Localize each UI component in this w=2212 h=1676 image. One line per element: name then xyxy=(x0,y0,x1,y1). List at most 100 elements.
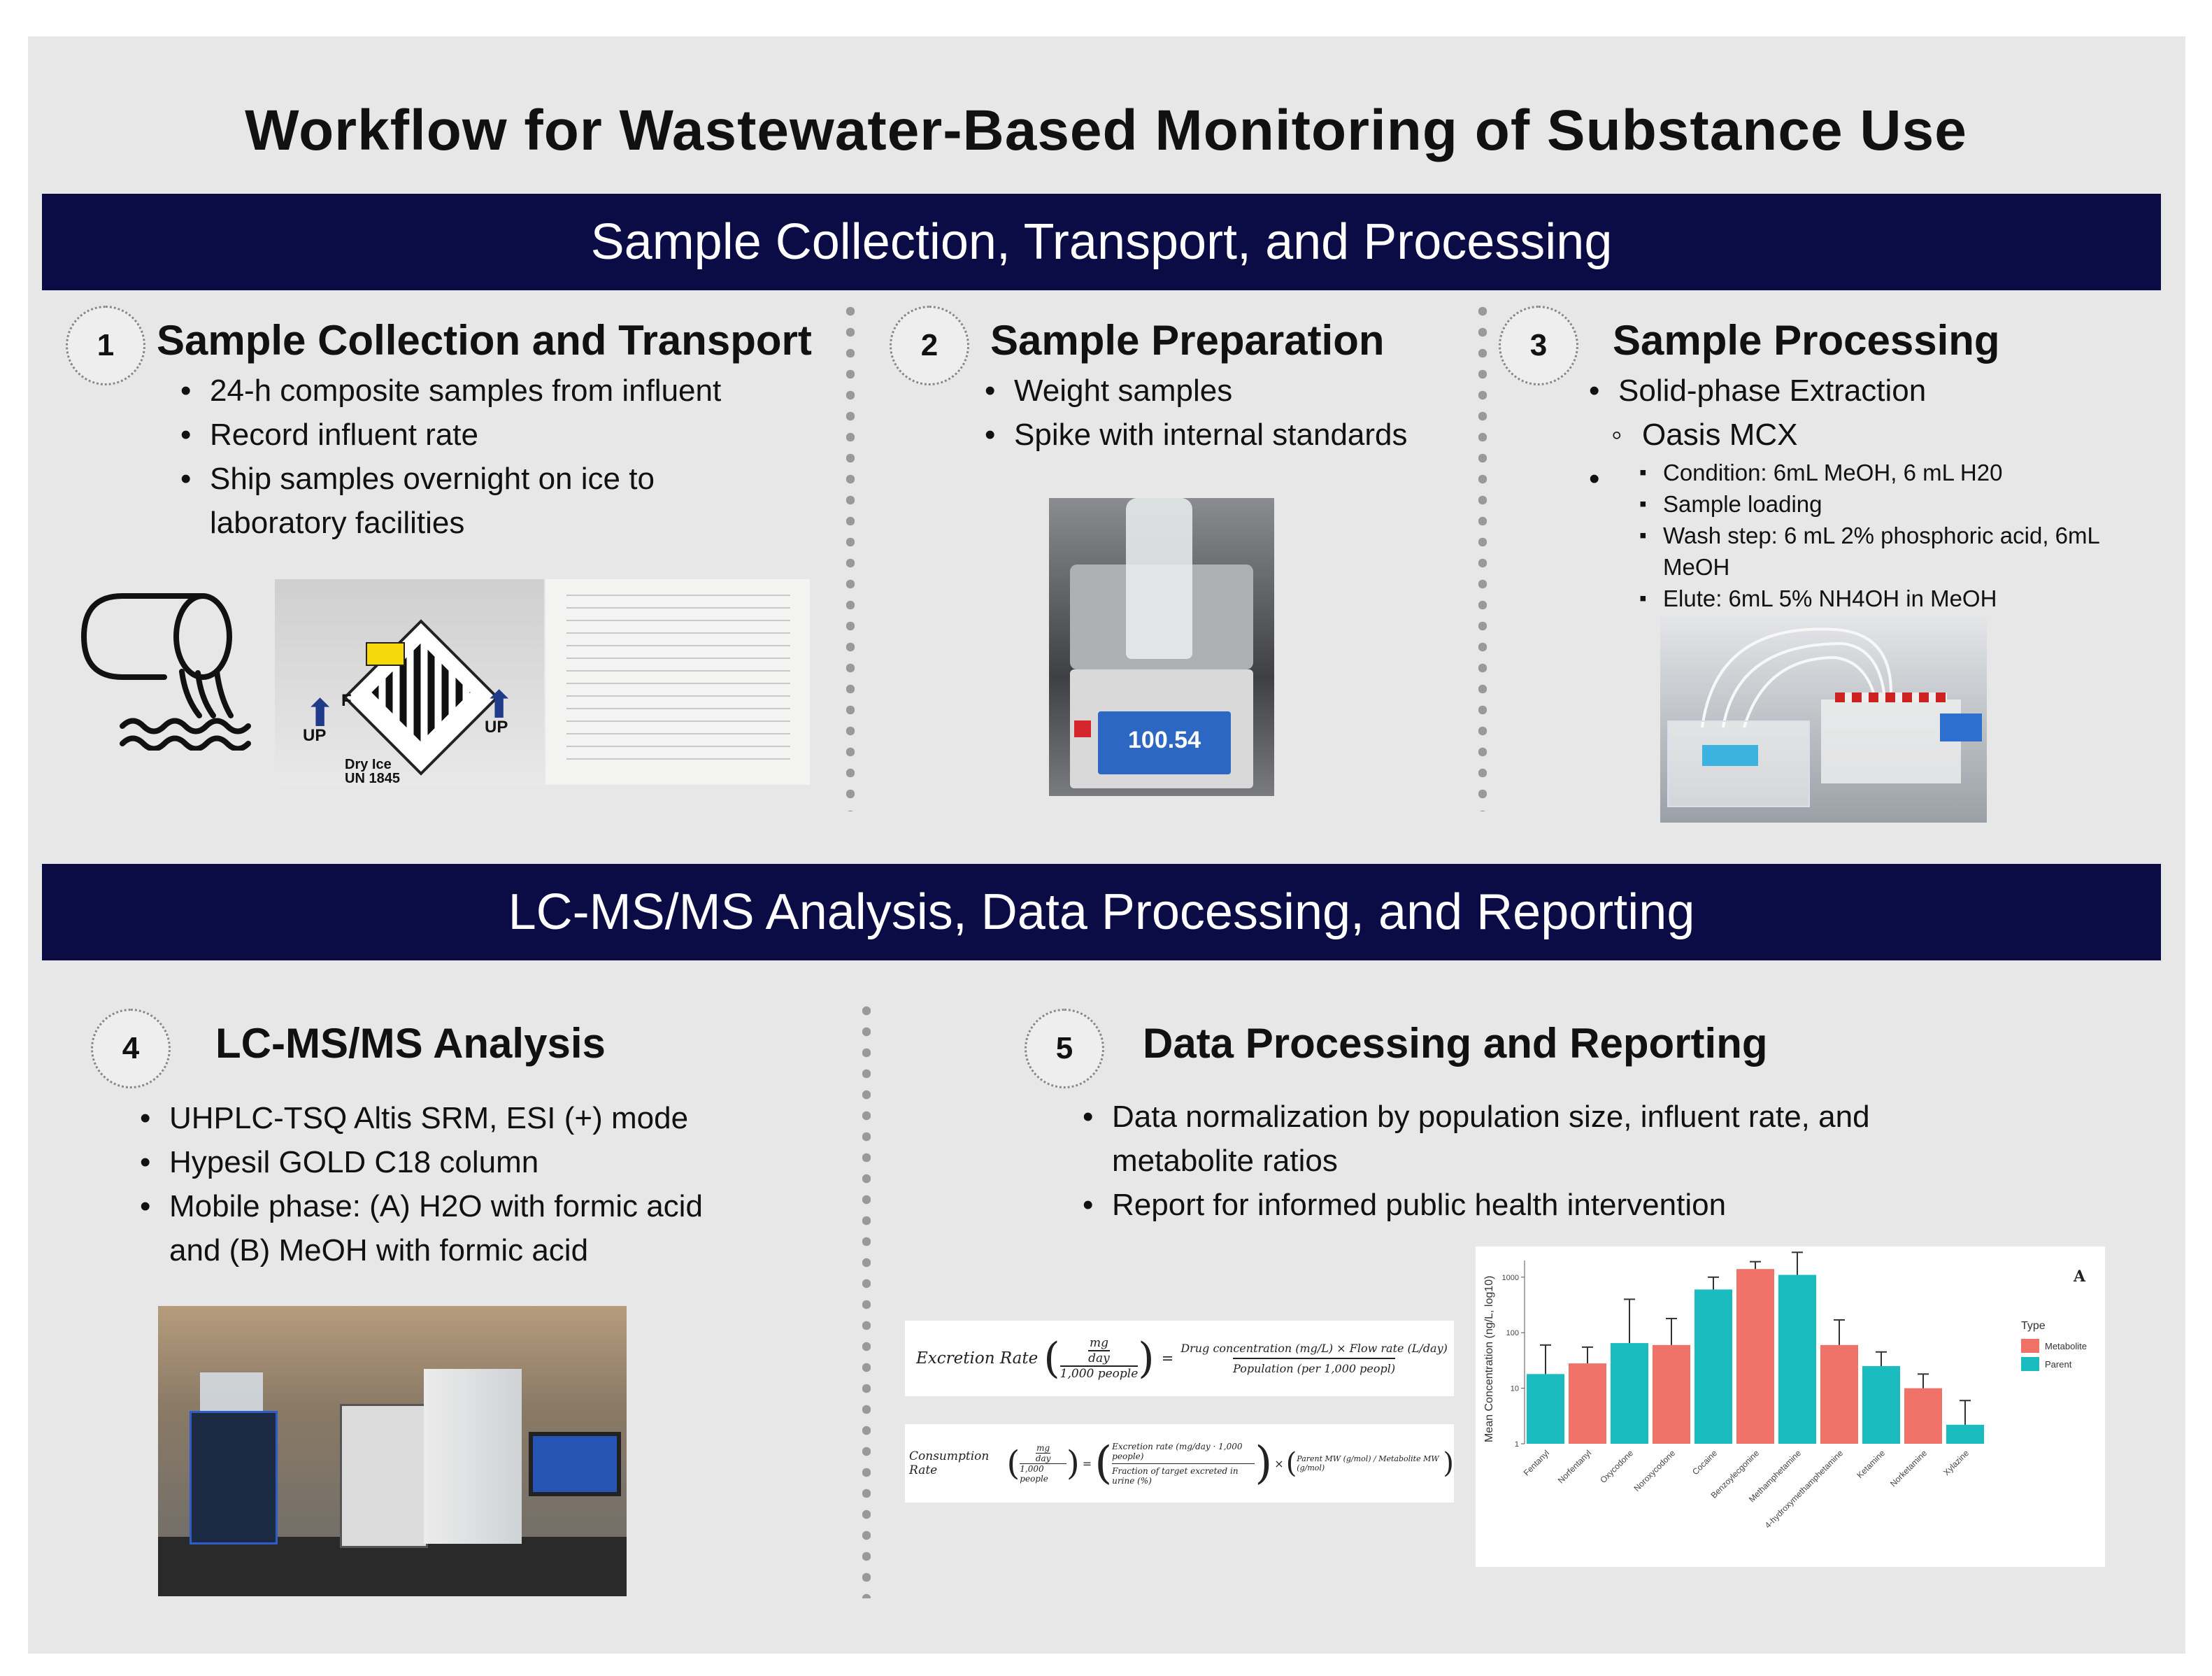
sub-list: Oasis MCX Condition: 6mL MeOH, 6 mL H20 … xyxy=(1585,413,2186,614)
spe-manifold-photo xyxy=(1660,616,1987,823)
sub-list-container: Oasis MCX Condition: 6mL MeOH, 6 mL H20 … xyxy=(1585,413,2186,614)
formula-lhs: Consumption Rate xyxy=(909,1449,990,1477)
unit-num: mg xyxy=(1089,1336,1108,1350)
bullet-item: Report for informed public health interv… xyxy=(1078,1183,1988,1227)
section-title-2: Sample Preparation xyxy=(990,317,1385,364)
section-title-4: LC-MS/MS Analysis xyxy=(215,1020,606,1067)
formula-lhs: Excretion Rate xyxy=(916,1349,1039,1368)
panel-label: A xyxy=(2073,1267,2086,1286)
close-paren: ) xyxy=(1255,1437,1273,1489)
bar xyxy=(1569,1363,1606,1444)
x-tick-label: Cocaine xyxy=(1690,1448,1719,1477)
bullet-item: Record influent rate xyxy=(176,413,841,457)
bullet-item: 24-h composite samples from influent xyxy=(176,369,841,413)
bullet-item: Mobile phase: (A) H2O with formic acid xyxy=(136,1184,835,1228)
main-fraction: Drug concentration (mg/L) × Flow rate (L… xyxy=(1180,1342,1448,1375)
x-tick-label: Noroxycodone xyxy=(1632,1448,1677,1493)
step-number-4: 4 xyxy=(91,1009,171,1088)
unit-pop: 1,000 people xyxy=(1059,1365,1139,1381)
bar xyxy=(1736,1269,1774,1444)
bullet-item: UHPLC-TSQ Altis SRM, ESI (+) mode xyxy=(136,1096,835,1140)
legend-label: Parent xyxy=(2045,1359,2072,1370)
close-paren: ) xyxy=(1066,1444,1080,1483)
y-tick-label: 10 xyxy=(1511,1385,1519,1393)
cartridge-row xyxy=(1835,693,1947,702)
excretion-rate-formula: Excretion Rate ( mg day 1,000 people ) =… xyxy=(905,1321,1454,1396)
unit-den: day xyxy=(1088,1350,1110,1365)
step-item: Sample loading xyxy=(1585,488,2186,520)
legend-swatch xyxy=(2021,1339,2039,1353)
section-band-top: Sample Collection, Transport, and Proces… xyxy=(42,194,2161,290)
solvent-bottles xyxy=(200,1372,263,1411)
dry-ice-label: Dry Ice UN 1845 xyxy=(345,758,400,785)
bar xyxy=(1611,1343,1648,1444)
x-tick-label: Oxycodone xyxy=(1598,1448,1635,1485)
section-2-bullets: Weight samples Spike with internal stand… xyxy=(980,369,1470,457)
blue-fluid xyxy=(1702,745,1758,766)
open-paren: ( xyxy=(1285,1447,1297,1479)
tubing-lines xyxy=(1701,627,1892,728)
dry-ice-text: Dry Ice xyxy=(345,757,392,772)
legend-title: Type xyxy=(2021,1320,2046,1332)
column-divider xyxy=(1478,301,1487,811)
pump-unit xyxy=(1940,713,1982,741)
cargo-aircraft-label xyxy=(366,642,405,666)
multiply-sign: × xyxy=(1274,1456,1284,1470)
autosampler xyxy=(340,1404,428,1548)
x-tick-label: Norfentanyl xyxy=(1556,1448,1593,1485)
x-tick-label: Ketamine xyxy=(1855,1448,1887,1480)
column-divider xyxy=(846,301,855,811)
fraction-denominator: Fraction of target excreted in urine (%) xyxy=(1112,1463,1255,1486)
brand-logo xyxy=(1074,720,1091,737)
main-fraction: Excretion rate (mg/day · 1,000 people) F… xyxy=(1112,1442,1255,1486)
box-letter: F xyxy=(341,691,352,710)
fraction-numerator: Excretion rate (mg/day · 1,000 people) xyxy=(1112,1441,1243,1461)
section-band-bottom: LC-MS/MS Analysis, Data Processing, and … xyxy=(42,864,2161,960)
step-item: Condition: 6mL MeOH, 6 mL H20 xyxy=(1585,457,2186,488)
section-1-bullets: 24-h composite samples from influent Rec… xyxy=(176,369,841,545)
bullet-item: Ship samples overnight on ice to xyxy=(176,457,841,501)
fraction-numerator: Drug concentration (mg/L) × Flow rate (L… xyxy=(1180,1342,1448,1355)
section-title-3: Sample Processing xyxy=(1613,317,2000,364)
bar xyxy=(1820,1344,1858,1444)
bar xyxy=(1527,1374,1564,1444)
step-number-5: 5 xyxy=(1025,1009,1104,1088)
bar xyxy=(1694,1289,1732,1444)
equals-sign: = xyxy=(1082,1456,1092,1470)
bullet-continuation: and (B) MeOH with formic acid xyxy=(169,1233,589,1267)
bullet-item: Hypesil GOLD C18 column xyxy=(136,1140,835,1184)
y-tick-label: 1 xyxy=(1515,1440,1519,1449)
step-continuation: MeOH xyxy=(1663,554,1730,580)
y-axis-label: Mean Concentration (ng/L, log10) xyxy=(1483,1276,1495,1442)
shipping-form-photo xyxy=(545,579,810,785)
up-arrow-icon: ⬆ xyxy=(304,693,336,734)
section-5-bullets: Data normalization by population size, i… xyxy=(1078,1095,1988,1227)
page-title: Workflow for Wastewater-Based Monitoring… xyxy=(245,99,1967,162)
step-number-3: 3 xyxy=(1499,306,1578,385)
fraction-denominator: Population (per 1,000 peopl) xyxy=(1233,1358,1396,1375)
unit-num: mg xyxy=(1036,1443,1050,1453)
section-3-bullets: Solid-phase Extraction Oasis MCX Conditi… xyxy=(1585,369,2186,614)
x-tick-label: 4-hydroxymethamphetamine xyxy=(1763,1448,1846,1531)
consumption-rate-formula: Consumption Rate ( mg day 1,000 people )… xyxy=(905,1424,1454,1503)
mass-spectrometer xyxy=(424,1369,522,1544)
sub-bullet-item: Oasis MCX xyxy=(1585,413,2186,457)
bar xyxy=(1862,1366,1900,1444)
x-tick-label: Fentanyl xyxy=(1522,1448,1551,1477)
x-tick-label: Xylazine xyxy=(1941,1448,1971,1477)
bar xyxy=(1778,1274,1816,1444)
balance-scale-photo: 100.54 xyxy=(1049,498,1274,796)
close-paren: ) xyxy=(1443,1447,1454,1479)
bullet-item: Weight samples xyxy=(980,369,1470,413)
legend-label: Metabolite xyxy=(2045,1341,2087,1351)
unit-den: day xyxy=(1035,1453,1051,1463)
up-label: UP xyxy=(303,726,327,745)
step-item: Elute: 6mL 5% NH4OH in MeOH xyxy=(1585,583,2186,614)
form-text-lines xyxy=(566,595,790,769)
bar xyxy=(1946,1424,1984,1444)
step-list: Condition: 6mL MeOH, 6 mL H20 Sample loa… xyxy=(1585,457,2186,614)
up-arrow-icon: ⬆ xyxy=(483,684,515,726)
unit-pop: 1,000 people xyxy=(1020,1463,1067,1484)
uhplc-stack xyxy=(190,1411,278,1544)
unit-fraction: mg day 1,000 people xyxy=(1059,1336,1139,1381)
